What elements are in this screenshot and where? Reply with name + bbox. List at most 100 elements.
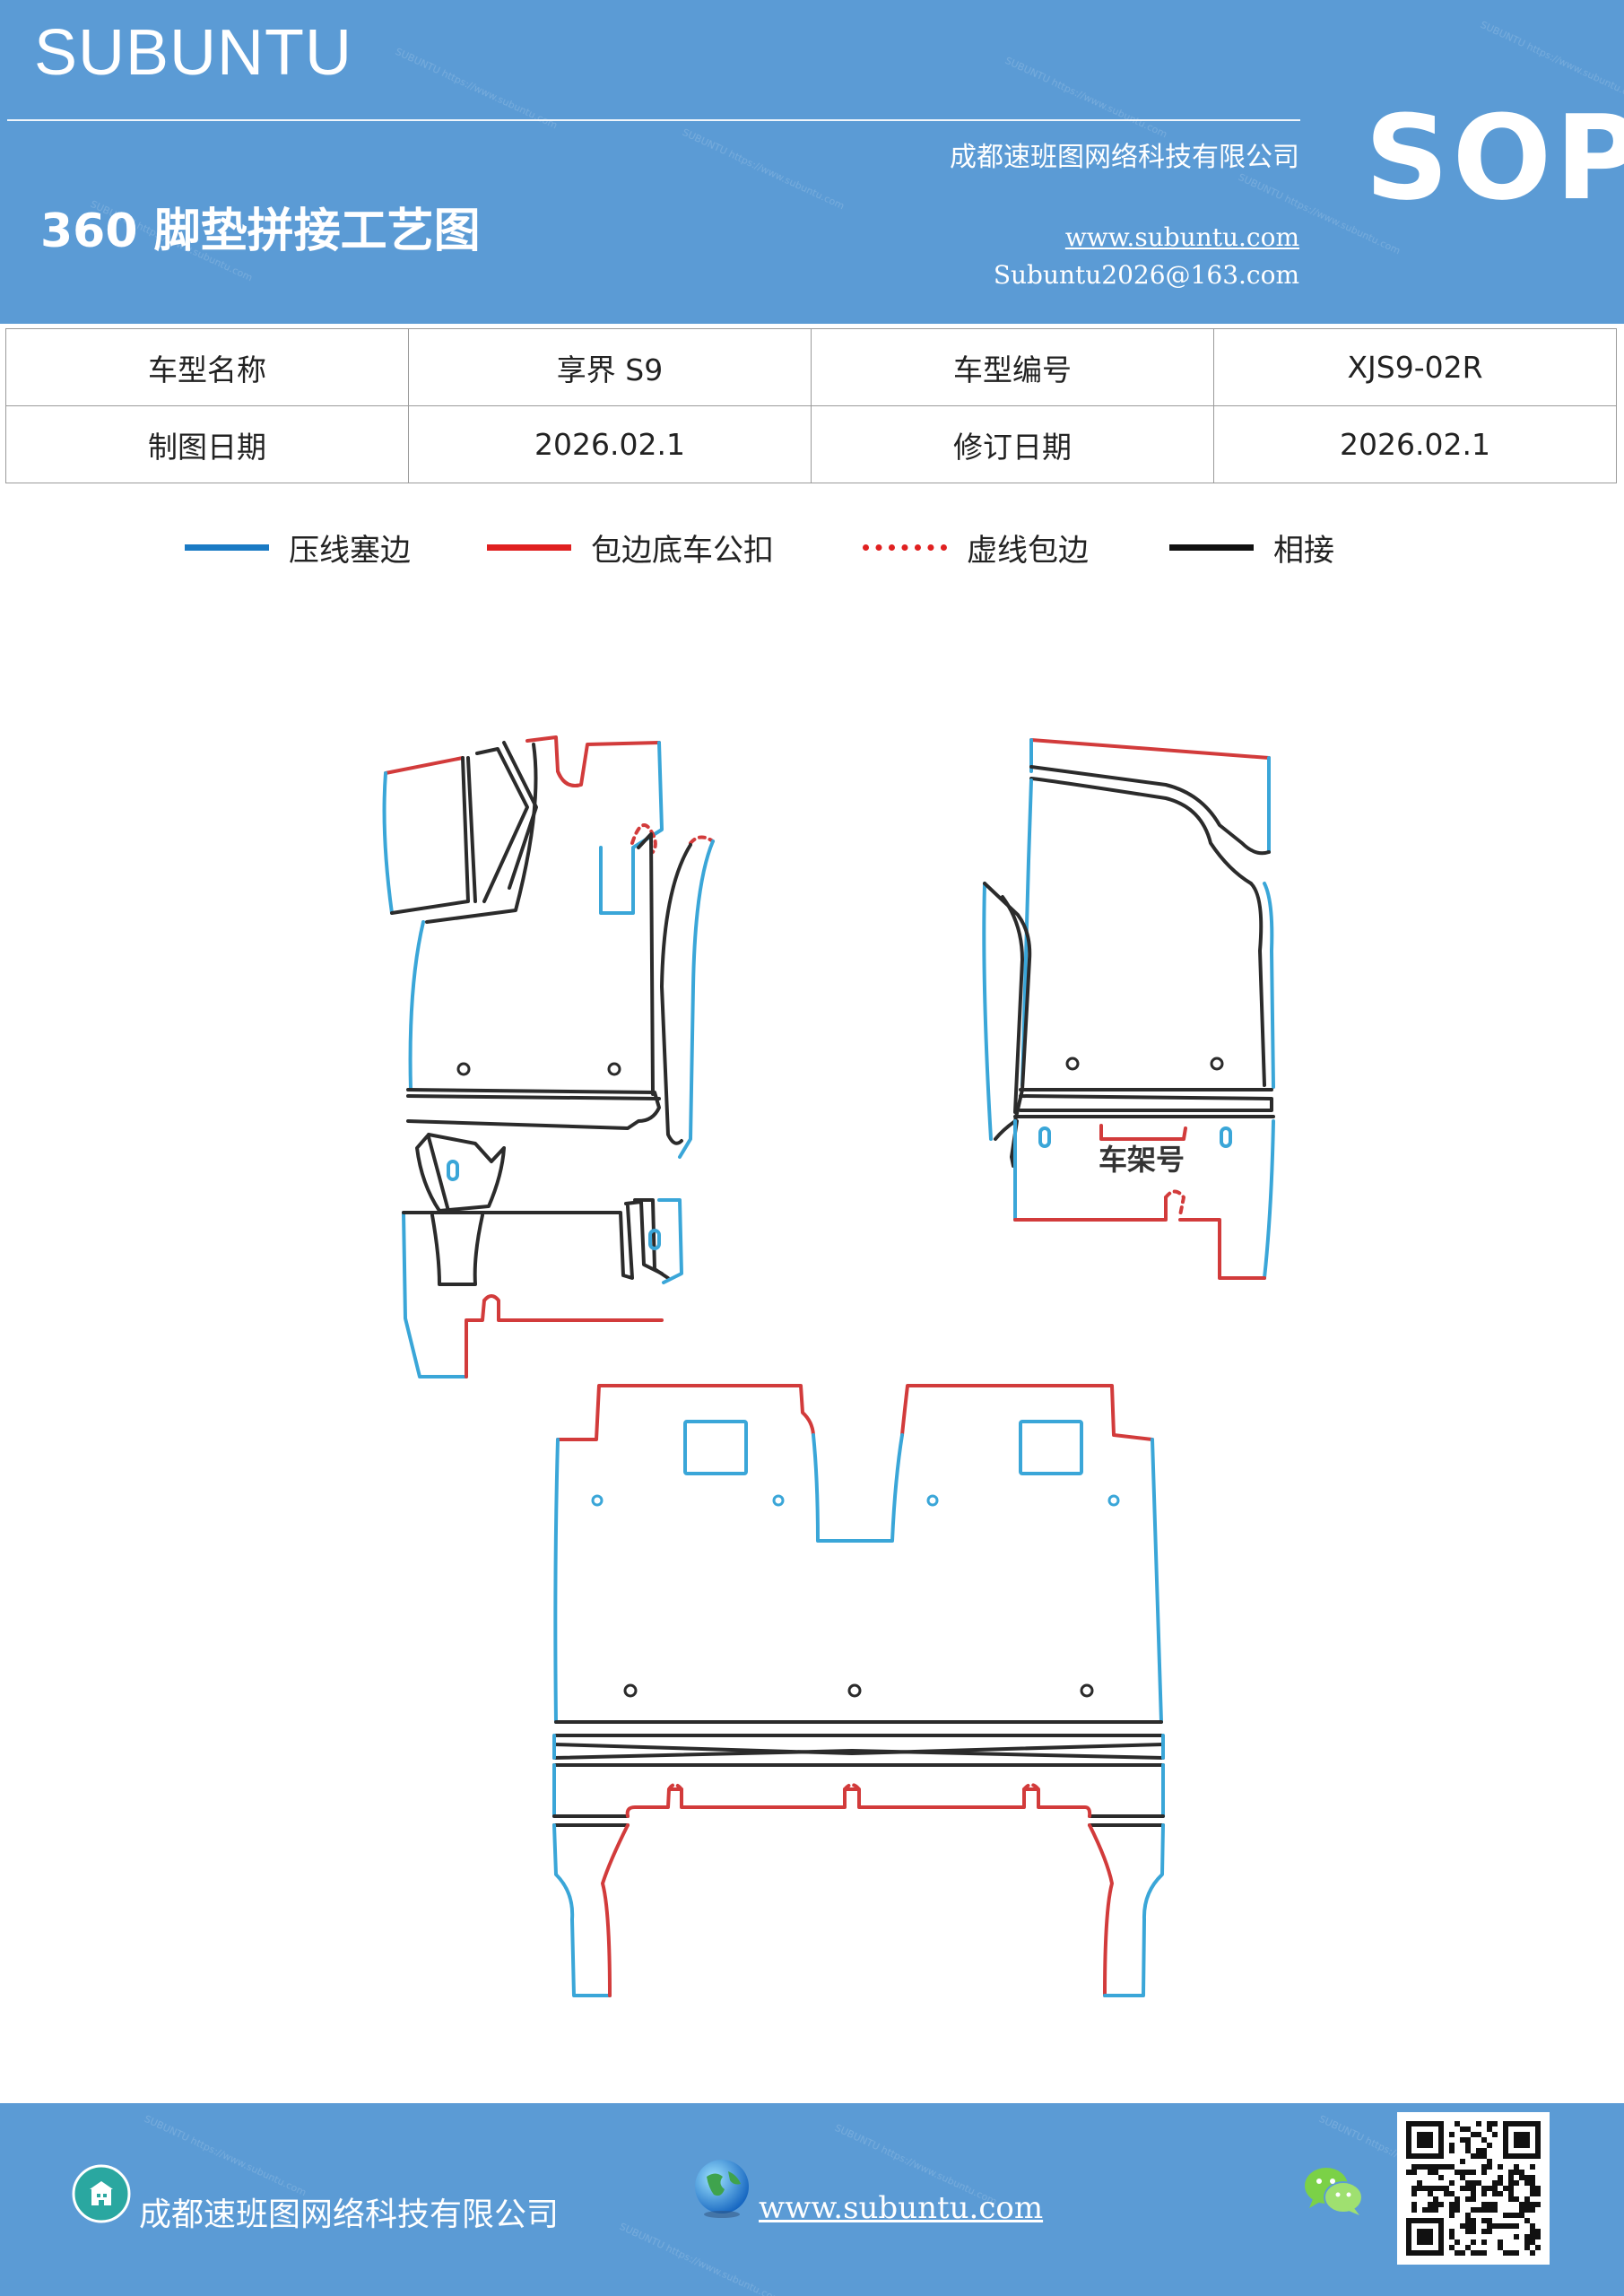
mat-hole	[1107, 1494, 1120, 1507]
revise-date-value: 2026.02.1	[1213, 405, 1617, 483]
model-code-label: 车型编号	[811, 328, 1214, 406]
mat-edge-red	[1178, 1218, 1266, 1280]
mat-seam-black	[475, 747, 529, 903]
mat-hole	[1210, 1057, 1224, 1071]
rear-mat	[552, 1384, 1165, 1997]
legend-swatch	[1169, 544, 1254, 551]
mat-edge-red	[525, 735, 661, 787]
mat-seam-black	[402, 1205, 634, 1280]
mat-slot	[1038, 1126, 1051, 1148]
mat-edge-red	[556, 770, 583, 787]
mat-edge-red	[465, 1294, 664, 1378]
mat-seam-black	[633, 1198, 670, 1280]
globe-icon	[695, 2160, 749, 2218]
mat-edge-red	[667, 1783, 683, 1791]
mat-edge-blue	[1263, 882, 1275, 1089]
qr-code[interactable]	[1397, 2112, 1550, 2265]
footer-company-name: 成都速班图网络科技有限公司	[139, 2196, 560, 2233]
mat-edge-red	[1099, 1124, 1187, 1141]
mat-seam-black	[1001, 895, 1024, 1114]
legend-swatch	[863, 544, 947, 551]
mat-edge-blue	[1263, 1119, 1275, 1280]
svg-text:SUBUNTU https://www.subuntu.co: SUBUNTU https://www.subuntu.com	[618, 2221, 784, 2296]
mat-seam-black	[552, 1743, 1165, 1755]
page-title: 360 脚垫拼接工艺图	[40, 204, 481, 258]
mat-edge-red	[630, 823, 657, 854]
header-banner: SUBUNTU https://www.subuntu.com SUBUNTU …	[0, 0, 1624, 324]
mat-seam-black	[1029, 777, 1253, 885]
mat-edge-blue	[678, 839, 715, 1159]
mat-edge-blue	[1151, 1438, 1163, 1724]
mat-edge-blue	[812, 1433, 904, 1543]
legend-item: 包边底车公扣	[487, 525, 774, 570]
mat-slot	[447, 1160, 459, 1181]
footer-website-link[interactable]: www.subuntu.com	[759, 2190, 1044, 2226]
vehicle-info-table: 车型名称 享界 S9 车型编号 XJS9-02R 制图日期 2026.02.1 …	[5, 328, 1617, 483]
mat-edge-blue	[553, 1438, 560, 1724]
mat-seam-black	[552, 1749, 1165, 1760]
mat-seam-black	[427, 1135, 450, 1213]
draw-date-label: 制图日期	[5, 405, 409, 483]
mat-edge-red	[1088, 1823, 1114, 1997]
line-legend: 压线塞边 包边底车公扣 虚线包边 相接	[0, 525, 1624, 570]
watermark-pattern: SUBUNTU https://www.subuntu.com SUBUNTU …	[89, 19, 1624, 283]
mat-edge-red	[601, 1823, 630, 1997]
mat-hole	[1065, 1057, 1080, 1071]
mat-edge-red	[1022, 1783, 1040, 1791]
mat-edge-red	[1013, 1196, 1168, 1222]
front-right-mat	[982, 738, 1275, 1280]
mat-seam-black	[406, 1088, 661, 1130]
mat-hole	[926, 1494, 939, 1507]
mat-seam-black	[390, 756, 470, 915]
mat-seam-black	[466, 756, 477, 903]
legend-label: 虚线包边	[967, 532, 1089, 569]
table-row: 车型名称 享界 S9 车型编号 XJS9-02R	[5, 328, 1617, 406]
mat-seam-black	[660, 843, 692, 1145]
mat-seam-black	[1019, 1094, 1273, 1112]
mat-edge-red	[1164, 1189, 1185, 1217]
brand-name: SUBUNTU	[34, 17, 353, 89]
contact-email[interactable]: Subuntu2026@163.com	[993, 260, 1299, 290]
mat-seam-black	[415, 1133, 506, 1213]
mat-edge-red	[625, 1787, 1092, 1818]
mat-edge-blue	[599, 741, 664, 915]
mat-seam-black	[1029, 765, 1271, 856]
mat-seam-black	[425, 743, 538, 924]
mat-edge-blue	[408, 920, 425, 1091]
mat-seam-black	[983, 882, 1032, 1141]
company-name: 成都速班图网络科技有限公司	[950, 142, 1299, 173]
mat-seam-black	[406, 1094, 661, 1100]
mat-edge-blue	[382, 771, 394, 915]
model-name-label: 车型名称	[5, 328, 409, 406]
building-icon	[72, 2164, 131, 2223]
website-link[interactable]: www.subuntu.com	[1064, 222, 1299, 252]
mat-vent	[683, 1420, 748, 1475]
legend-item: 虚线包边	[863, 525, 1089, 570]
mat-hole	[772, 1494, 785, 1507]
svg-text:SUBUNTU https://www.subuntu.co: SUBUNTU https://www.subuntu.com	[143, 2113, 308, 2198]
table-row: 制图日期 2026.02.1 修订日期 2026.02.1	[5, 405, 1617, 483]
legend-label: 包边底车公扣	[591, 532, 774, 569]
mat-hole	[456, 1062, 471, 1076]
mat-edge-blue	[552, 1823, 612, 1997]
mat-edge-blue	[1020, 778, 1033, 1087]
revise-date-label: 修订日期	[811, 405, 1214, 483]
mat-hole	[623, 1683, 638, 1698]
legend-label: 压线塞边	[289, 532, 411, 569]
mat-edge-red	[384, 756, 465, 775]
mat-seam-black	[1249, 882, 1266, 1087]
mat-hole	[591, 1494, 604, 1507]
mat-vent	[1019, 1420, 1083, 1475]
front-left-mat	[382, 735, 715, 1378]
mat-edge-red	[843, 1783, 861, 1791]
mat-edge-blue	[402, 1211, 468, 1378]
mat-edge-blue	[982, 882, 993, 1141]
mat-seam-black	[502, 741, 538, 890]
legend-item: 相接	[1169, 525, 1334, 570]
mat-seam-black	[430, 1213, 484, 1286]
qr-code-pattern	[1406, 2121, 1541, 2256]
legend-label: 相接	[1273, 532, 1334, 569]
mat-seam-black	[637, 832, 655, 1096]
mat-slot	[648, 1229, 661, 1250]
